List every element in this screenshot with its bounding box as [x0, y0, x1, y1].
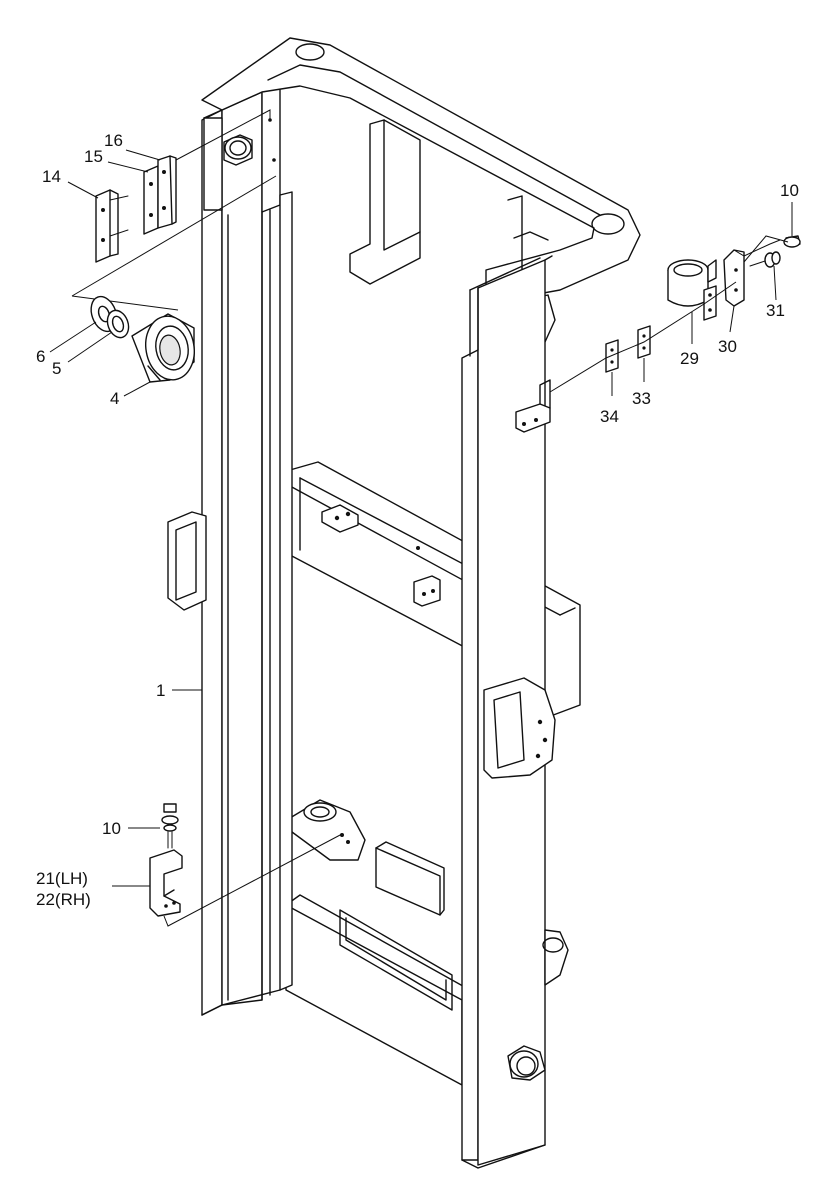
top-left-pin: [223, 134, 253, 166]
part-30-clamp-plate: [723, 239, 781, 307]
leader-bolt-to-clamp: [743, 235, 789, 263]
leader-upper-bearing: [71, 175, 277, 297]
label-10-top: 10: [780, 181, 799, 200]
left-tilt-bracket: [167, 511, 207, 611]
left-mast-rail: [201, 87, 293, 1016]
label-15: 15: [84, 147, 103, 166]
label-14: 14: [42, 167, 61, 186]
part-15-plate: [143, 165, 159, 235]
part-labels: 16 15 14 6 5 4 10 31 30 29 33 34 1 10 21…: [36, 131, 799, 909]
leader-lower-bracket: [163, 833, 343, 927]
label-6: 6: [36, 347, 45, 366]
inner-vertical-bracket: [349, 119, 549, 285]
leader-hose-clamp-assembly: [549, 281, 737, 393]
leader-upper-plates: [175, 109, 271, 161]
label-5: 5: [52, 359, 61, 378]
label-1: 1: [156, 681, 165, 700]
right-tilt-bracket: [483, 677, 556, 779]
part-21-22-bracket: [149, 849, 183, 917]
outer-mast-frame: [167, 37, 641, 1169]
label-leaders: [49, 149, 793, 887]
label-30: 30: [718, 337, 737, 356]
bottom-right-pin: [507, 1045, 546, 1081]
label-22-rh: 22(RH): [36, 890, 91, 909]
label-31: 31: [766, 301, 785, 320]
right-hose-bracket: [515, 379, 551, 433]
label-29: 29: [680, 349, 699, 368]
lower-right-socket: [542, 929, 569, 986]
label-33: 33: [632, 389, 651, 408]
top-crossbar: [201, 37, 641, 303]
part-10-bolt-bottom: [161, 803, 179, 849]
label-21-lh: 21(LH): [36, 869, 88, 888]
bottom-crossmember: [285, 894, 471, 1086]
label-4: 4: [110, 389, 119, 408]
part-29-pipe-clamp: [667, 259, 717, 321]
label-10-bottom: 10: [102, 819, 121, 838]
leader-upper-bearing-2: [71, 295, 179, 311]
part-14-plate: [95, 189, 129, 263]
label-34: 34: [600, 407, 619, 426]
lower-mount-plate: [289, 799, 445, 916]
part-10-bolt-top: [783, 235, 801, 248]
part-16-plate: [157, 155, 177, 229]
label-16: 16: [104, 131, 123, 150]
part-5-shim: [106, 309, 130, 339]
part-31-bolt: [749, 251, 781, 268]
part-4-bearing: [131, 313, 195, 383]
